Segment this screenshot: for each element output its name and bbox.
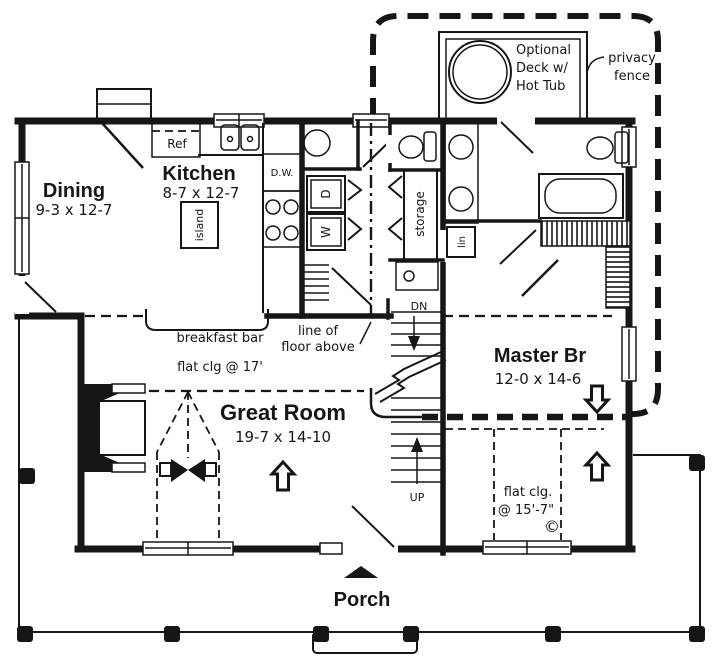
ceiling-lines (85, 123, 631, 540)
bifold-door (347, 217, 363, 241)
sink-basin-right (240, 124, 260, 151)
entry-marker (344, 566, 378, 578)
utility-box (395, 261, 439, 291)
porch-post (403, 626, 419, 642)
arrows (268, 384, 612, 578)
porch-post (313, 626, 329, 642)
fireplace (81, 384, 120, 472)
deck-label-3: Hot Tub (516, 79, 565, 94)
porch-post (164, 626, 180, 642)
dryer-label: D (319, 189, 333, 198)
copyright-mark: © (544, 517, 560, 536)
up-label: UP (410, 491, 425, 504)
flat-clg-15-label-2: @ 15'-7" (498, 503, 554, 518)
master-door (499, 229, 537, 265)
porch-post (17, 626, 33, 642)
master-toilet (586, 136, 614, 160)
dryer-box (306, 175, 346, 213)
refrigerator (151, 120, 201, 158)
sink-basin-left (220, 124, 240, 151)
great-room-label: Great Room (220, 400, 346, 425)
storage-closet (403, 169, 438, 261)
breakfast-bar-counter (145, 309, 269, 331)
porch-post (689, 626, 705, 642)
great-room-dims: 19-7 x 14-10 (235, 428, 331, 446)
deck-label-1: Optional (516, 43, 571, 58)
closet-shelving (540, 220, 631, 247)
dining-porch-door (24, 281, 57, 313)
vault-arrow-up (582, 450, 612, 482)
windows (14, 113, 637, 556)
vault-arrow-up (268, 459, 298, 492)
floor-above-label-1: line of (298, 324, 339, 339)
hot-tub (448, 40, 512, 104)
washer-label: W (319, 226, 333, 238)
floor-above-leader (359, 321, 372, 345)
bathrooms (398, 122, 631, 309)
stove (262, 190, 302, 248)
deck-door (500, 121, 534, 154)
porch-label: Porch (334, 589, 391, 611)
ceiling-fan-symbol (159, 459, 217, 482)
under-stair-door (331, 267, 372, 306)
labels: Dining 9-3 x 12-7 Kitchen 8-7 x 12-7 Gre… (36, 43, 657, 611)
vault-arrow-down (582, 384, 612, 415)
stair-break-line (374, 351, 442, 395)
fence-label-2: fence (614, 69, 650, 84)
front-door (351, 505, 395, 548)
porch-post (689, 455, 705, 471)
master-br-label: Master Br (494, 345, 586, 367)
island-box (180, 201, 219, 249)
linen-closet (446, 226, 476, 258)
kitchen-dims: 8-7 x 12-7 (163, 184, 240, 202)
flat-clg-17-label: flat clg @ 17' (177, 360, 263, 375)
porch-post (19, 468, 35, 484)
breakfast-bar-label: breakfast bar (177, 331, 265, 346)
flat-clg-15-label-1: flat clg. (504, 485, 553, 500)
vanity-sink (448, 186, 474, 212)
porch-post (545, 626, 561, 642)
stairs (374, 298, 447, 484)
stair-break-line (379, 359, 447, 403)
chimney-bumpout (96, 88, 152, 122)
closet-shelving (605, 245, 631, 309)
vanity-sink (448, 134, 474, 160)
porch-steps (312, 631, 418, 654)
ref-label: Ref (167, 137, 187, 151)
closet-angled-wall (521, 259, 559, 297)
angled-wall (101, 122, 144, 169)
deck-label-2: Deck w/ (516, 61, 568, 76)
hall-toilet (398, 135, 424, 159)
porch-outline (17, 318, 705, 654)
linen-label: lin (457, 236, 468, 248)
bifold-door (387, 175, 403, 199)
dining-label: Dining (43, 180, 105, 202)
kitchen-fixtures (145, 120, 302, 331)
dining-dims: 9-3 x 12-7 (36, 201, 113, 219)
stair-half-wall (369, 388, 438, 419)
door-leaves (24, 121, 559, 548)
island-label: island (193, 209, 206, 242)
bifold-door (347, 179, 363, 201)
fence-label-1: privacy (608, 51, 656, 66)
center-core (303, 129, 439, 301)
storage-label: storage (413, 191, 427, 237)
washer-box (306, 213, 346, 251)
great-room-features (81, 383, 220, 538)
floor-above-label-2: floor above (281, 340, 354, 355)
double-vanity (444, 122, 479, 224)
master-br-dims: 12-0 x 14-6 (495, 370, 582, 388)
powder-toilet (303, 129, 331, 157)
dw-label: D.W. (271, 168, 294, 179)
bifold-door (387, 217, 403, 241)
dn-label: DN (411, 300, 428, 313)
kitchen-label: Kitchen (162, 163, 235, 185)
bathtub (538, 173, 624, 219)
